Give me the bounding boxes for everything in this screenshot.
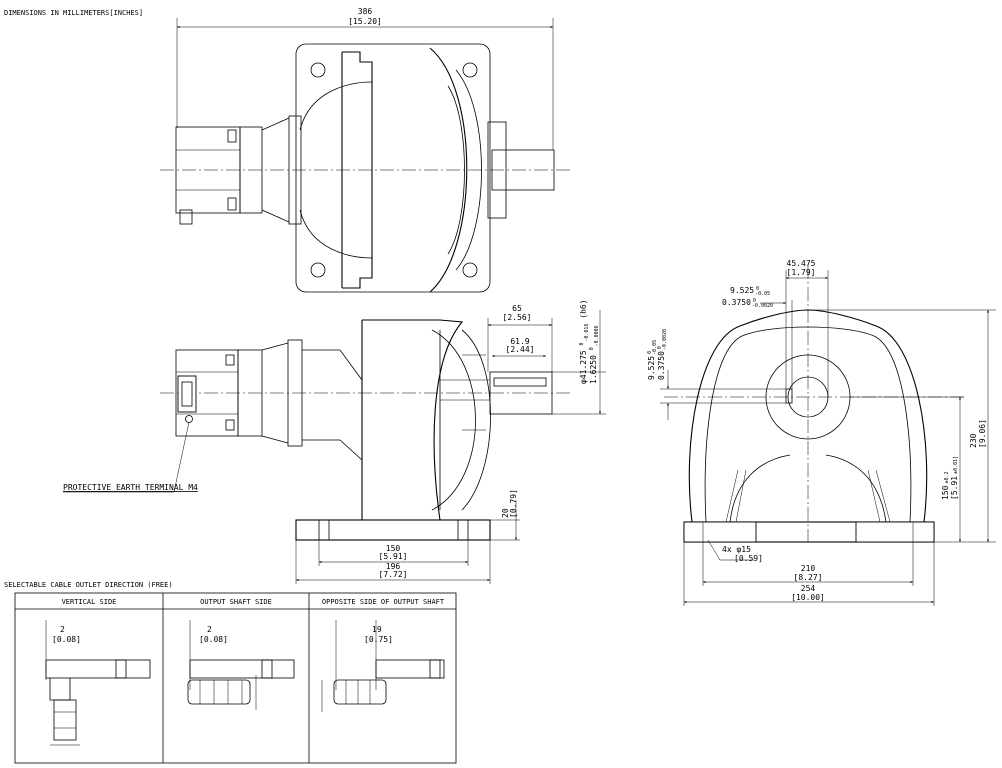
key-length-dim: 61.9 [510, 337, 529, 346]
output-side-dim-inch: [0.08] [199, 635, 228, 644]
column-vertical-side: VERTICAL SIDE [62, 598, 117, 606]
shaft-length-dim: 65 [512, 304, 522, 313]
column-output-shaft-side: OUTPUT SHAFT SIDE [200, 598, 272, 606]
cable-outlet-title: SELECTABLE CABLE OUTLET DIRECTION (FREE) [4, 581, 173, 589]
vertical-side-dim: 2 [60, 625, 65, 634]
overall-length-dim: 386 [358, 7, 373, 16]
center-height-dim: 150±0.2 [941, 472, 950, 501]
key-height-dim: 9.5250-0.05 [647, 340, 658, 380]
opposite-side-dim-inch: [0.75] [364, 635, 393, 644]
overall-height-dim: 230 [969, 433, 978, 448]
bolt-span-inch: [5.91] [379, 552, 408, 561]
key-height-inch: 0.37500-0.0020 [657, 329, 668, 380]
hole-span-inch: [8.27] [794, 573, 823, 582]
key-offset-dim: 45.475 [787, 259, 816, 268]
overall-length-inch: [15.20] [348, 17, 382, 26]
column-opposite-side: OPPOSITE SIDE OF OUTPUT SHAFT [322, 598, 445, 606]
shaft-diameter-inch: 1.6250 0 -0.0006 [586, 325, 600, 384]
shaft-length-inch: [2.56] [503, 313, 532, 322]
output-side-dim: 2 [207, 625, 212, 634]
hole-span-dim: 210 [801, 564, 816, 573]
base-width-inch: [10.00] [791, 593, 825, 602]
base-length-inch: [7.72] [379, 570, 408, 579]
overall-height-inch: [9.06] [978, 419, 987, 448]
top-view: 386 [15.20] [160, 7, 570, 293]
base-width-dim: 254 [801, 584, 816, 593]
bolt-span-dim: 150 [386, 544, 401, 553]
base-thickness-inch: [0.79] [509, 489, 518, 518]
vertical-side-dim-inch: [0.08] [52, 635, 81, 644]
key-length-inch: [2.44] [506, 345, 535, 354]
cable-outlet-table: SELECTABLE CABLE OUTLET DIRECTION (FREE)… [4, 581, 457, 764]
base-length-dim: 196 [386, 562, 401, 571]
center-height-inch: [5.91±0.01] [950, 456, 959, 500]
base-thickness-dim: 20 [501, 508, 510, 518]
hole-callout: 4x φ15 [722, 545, 751, 554]
key-offset-inch: [1.79] [787, 268, 816, 277]
side-view: PROTECTIVE EARTH TERMINAL M4 65 [2.56] 6… [63, 299, 606, 584]
earth-terminal-label: PROTECTIVE EARTH TERMINAL M4 [63, 483, 198, 492]
opposite-side-dim: 19 [372, 625, 382, 634]
shaft-diameter-dim: φ41.275 0 -0.016 (h6) [576, 299, 590, 384]
hole-callout-inch: [0.59] [734, 554, 763, 563]
drawing-title: DIMENSIONS IN MILLIMETERS[INCHES] [4, 9, 143, 17]
